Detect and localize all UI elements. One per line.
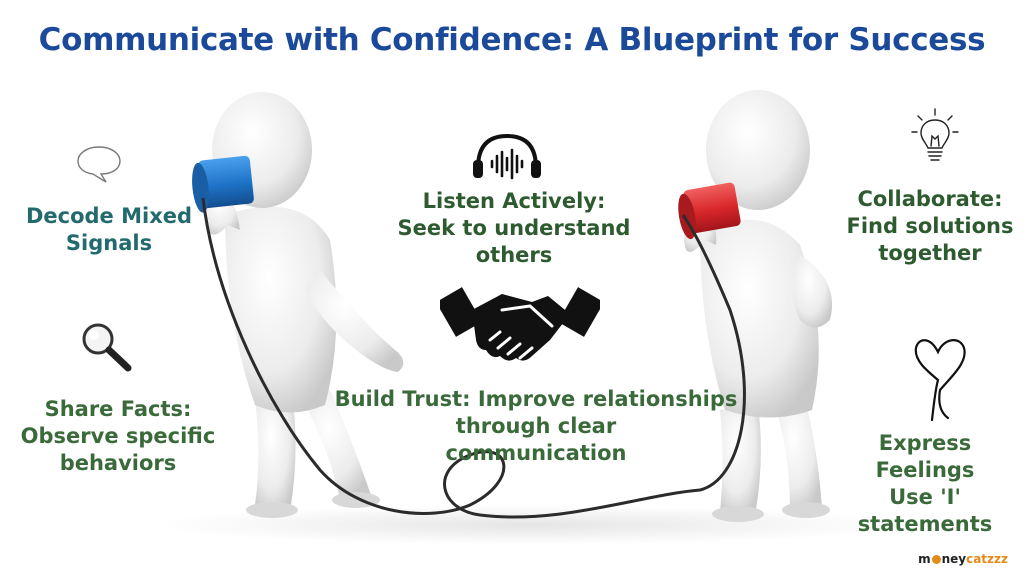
label-line: behaviors xyxy=(59,450,177,475)
heart-icon xyxy=(914,339,966,422)
page-title: Communicate with Confidence: A Blueprint… xyxy=(38,22,986,58)
label-listen-actively: Listen Actively: Seek to understand othe… xyxy=(386,188,642,269)
label-line: Listen Actively: xyxy=(422,189,606,213)
label-line: through clear xyxy=(455,413,617,438)
label-line: Seek to understand xyxy=(397,215,631,240)
label-line: others xyxy=(475,242,553,267)
label-express-feelings: Express Feelings Use 'I' statements xyxy=(826,430,1024,538)
handshake-icon xyxy=(440,287,600,361)
label-collaborate: Collaborate: Find solutions together xyxy=(836,186,1024,267)
label-line: Share Facts: xyxy=(44,397,192,421)
label-line: statements xyxy=(857,511,993,536)
label-share-facts: Share Facts: Observe specific behaviors xyxy=(12,396,224,477)
label-line: Build Trust: Improve relationships xyxy=(334,387,738,411)
label-line: Find solutions xyxy=(846,213,1014,238)
speech-bubble-icon xyxy=(77,146,121,183)
right-figure xyxy=(684,90,832,522)
lightbulb-icon xyxy=(911,108,959,161)
label-line: together xyxy=(878,240,982,265)
headphones-icon xyxy=(473,133,541,180)
label-line: communication xyxy=(445,440,627,465)
label-build-trust: Build Trust: Improve relationships throu… xyxy=(330,386,742,467)
logo-coin-icon xyxy=(931,555,941,564)
label-line: Use 'I' xyxy=(889,484,961,509)
can-string xyxy=(201,197,746,519)
label-line: Collaborate: xyxy=(857,187,1003,211)
label-line: Observe specific xyxy=(20,423,216,448)
label-line: Signals xyxy=(65,230,153,255)
label-line: Express Feelings xyxy=(875,431,975,482)
label-decode-mixed-signals: Decode Mixed Signals xyxy=(14,203,204,257)
label-line: Decode Mixed xyxy=(25,204,193,228)
magnifier-icon xyxy=(82,323,132,372)
